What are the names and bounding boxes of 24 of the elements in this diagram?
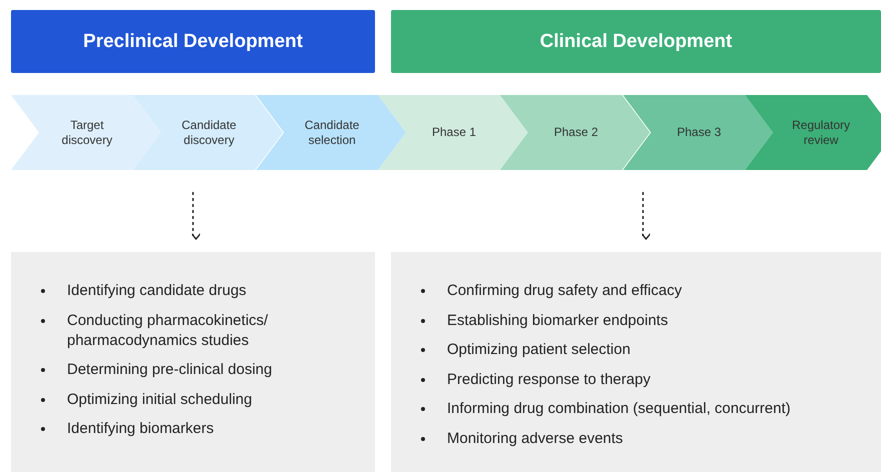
stage-label: Candidate discovery [180, 118, 238, 147]
bullet-item: Informing drug combination (sequential, concurrent) [447, 399, 791, 419]
bullet-item: Identifying biomarkers [67, 419, 214, 439]
stage-label: Target discovery [60, 118, 114, 147]
section-header: Clinical Development [391, 10, 881, 73]
section-header: Preclinical Development [11, 10, 375, 73]
bullet-item: Optimizing patient selection [447, 340, 630, 360]
stage-label: Regulatory review [790, 118, 852, 147]
bullet-item: Conducting pharmacokinetics/ pharmacodynamics studies [67, 310, 269, 350]
bullet-item: Identifying candidate drugs [67, 281, 246, 301]
stage-label: Phase 1 [432, 125, 476, 140]
bullet-item: Establishing biomarker endpoints [447, 310, 668, 330]
stage-label: Phase 3 [676, 125, 722, 140]
stage-label: Candidate selection [304, 118, 360, 147]
bullet-item: Optimizing initial scheduling [67, 390, 252, 410]
bullet-panel [391, 252, 881, 472]
bullet-item: Confirming drug safety and efficacy [447, 281, 682, 301]
dotted-arrow [190, 192, 202, 240]
bullet-item: Predicting response to therapy [447, 370, 650, 390]
bullet-item: Determining pre-clinical dosing [67, 360, 272, 380]
bullet-item: Monitoring adverse events [447, 428, 623, 448]
bullet-panel [11, 252, 375, 472]
stage-label: Phase 2 [554, 125, 598, 140]
dotted-arrow [640, 192, 652, 240]
